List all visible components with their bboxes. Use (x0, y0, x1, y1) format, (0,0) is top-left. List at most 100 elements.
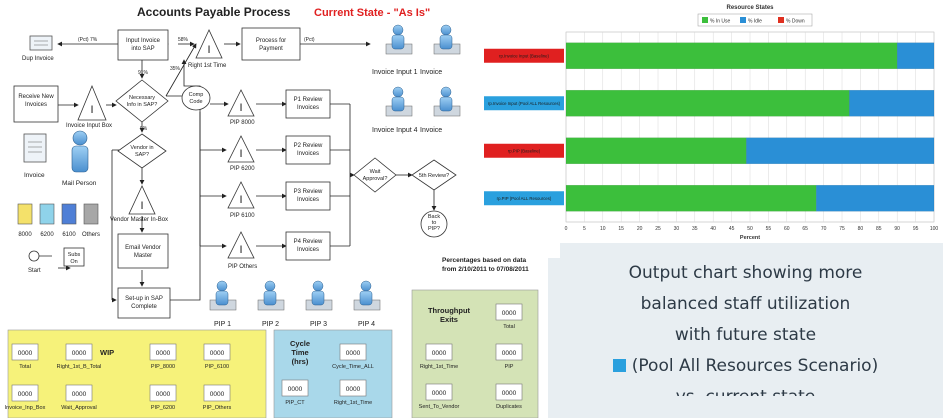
svg-text:I: I (90, 104, 93, 116)
right-first-time-queue: I (195, 29, 223, 59)
receive-invoices-box: Receive New Invoices (13, 85, 59, 123)
counter-label: PIP_6200 (151, 405, 175, 411)
bar-segment (746, 137, 935, 165)
caption-line-1: Output chart showing more (628, 263, 863, 283)
counter-value: 0000 (156, 391, 171, 398)
category-label: rp.PIP (Baseline) (508, 149, 541, 154)
operator-bottom-2-icon (433, 86, 461, 117)
edge-label-pct-7: (Pct) 7% (78, 37, 98, 43)
counter-value: 0000 (72, 350, 87, 357)
chart-caption: Output chart showing more balanced staff… (548, 258, 943, 418)
svg-text:Wait: Wait (370, 169, 381, 175)
flowchart-canvas: Accounts Payable Process Current State -… (5, 5, 539, 418)
pip-operator-label: PIP 4 (358, 321, 375, 328)
counter-label: Duplicates (496, 404, 522, 410)
chart-legend: % In Use% Idle% Down (697, 13, 813, 27)
svg-text:to: to (432, 220, 437, 226)
input-invoice-box: Input Invoice into SAP (117, 29, 169, 61)
svg-text:Invoices: Invoices (25, 102, 47, 108)
p4-review-box: P4 Review Invoices (285, 231, 331, 261)
counter-value: 0000 (502, 390, 517, 397)
legend-swatch (702, 17, 708, 23)
email-vendor-master-box: Email Vendor Master (117, 233, 169, 269)
counter-label: PIP_8000 (151, 364, 175, 370)
pip-operator-3-icon (305, 280, 333, 311)
svg-text:PIP Others: PIP Others (228, 264, 257, 270)
p3-review-box: P3 Review Invoices (285, 181, 331, 211)
pip-operator-label: PIP 3 (310, 321, 327, 328)
invoice-input-box-label: Invoice Input Box (66, 123, 112, 129)
counter-label: Right_1st_Time (334, 400, 372, 406)
throughput-counters: 0000Total0000Right_1st_Time0000PIP0000Se… (419, 303, 523, 410)
svg-text:Info in SAP?: Info in SAP? (127, 102, 158, 108)
cycle-time-counters: 0000Cycle_Time_ALL0000PIP_CT0000Right_1s… (281, 343, 374, 406)
vendor-in-sap-decision: Vendor in SAP? (117, 133, 167, 169)
svg-text:PIP 6200: PIP 6200 (230, 166, 255, 172)
x-tick-label: 10 (600, 226, 606, 232)
operator-bottom-1-icon (385, 86, 413, 117)
svg-text:I: I (140, 200, 143, 212)
counter-label: PIP_6100 (205, 364, 229, 370)
counter-label: Sent_To_Vendor (419, 404, 460, 410)
category-label-box (484, 96, 564, 111)
counter-label: Invoice_Inp_Box (5, 405, 46, 411)
counter-value: 0000 (502, 350, 517, 357)
operator-top-2-icon (433, 24, 461, 55)
counter-label: PIP_CT (285, 400, 305, 406)
category-label-box (484, 191, 564, 206)
svg-text:Payment: Payment (259, 46, 283, 52)
svg-text:Subs: Subs (68, 252, 81, 258)
edge-label-pct-9: 9% (140, 126, 148, 132)
x-tick-label: 25 (655, 226, 661, 232)
x-tick-label: 85 (876, 226, 882, 232)
counter-label: Total (19, 364, 31, 370)
x-tick-label: 90 (894, 226, 900, 232)
counter-value: 0000 (346, 386, 361, 393)
svg-text:I: I (239, 244, 242, 256)
category-label: rp.PIP (Pool ALL Resources) (497, 196, 552, 201)
x-tick-label: 0 (565, 226, 568, 232)
svg-text:P1 Review: P1 Review (294, 97, 323, 103)
x-axis-label: Percent (740, 235, 760, 241)
folder-others-icon: Others (82, 203, 100, 238)
subs-on-switch[interactable]: Subs On (63, 247, 85, 267)
bar-segment (565, 137, 747, 165)
start-label: Start (28, 268, 41, 274)
start-icon (28, 250, 52, 262)
counter-value: 0000 (432, 350, 447, 357)
category-label: rp.Invoice Input (Baseline) (499, 54, 549, 59)
throughput-title-line1: Throughput (428, 306, 471, 315)
x-tick-label: 40 (710, 226, 716, 232)
process-payment-box: Process for Payment (241, 27, 301, 61)
x-tick-label: 100 (930, 226, 939, 232)
pip-operator-4-icon (353, 280, 381, 311)
category-label-box (484, 48, 564, 63)
x-tick-label: 35 (692, 226, 698, 232)
counter-label: Cycle_Time_ALL (332, 364, 374, 370)
svg-text:Process for: Process for (256, 38, 286, 44)
bar-segment (565, 89, 850, 117)
legend-label: % Idle (748, 19, 762, 25)
svg-text:P3 Review: P3 Review (294, 189, 323, 195)
edge-label-pct-35: 35% (170, 66, 181, 72)
svg-text:5th Review?: 5th Review? (419, 173, 449, 179)
svg-text:Invoices: Invoices (297, 197, 319, 203)
category-label-box (484, 143, 564, 158)
wait-approval-decision: Wait Approval? (353, 157, 397, 193)
right-first-time-label: Right 1st Time (188, 63, 227, 69)
wip-counters: 0000Total0000Right_1st_B_Total0000PIP_80… (5, 343, 231, 411)
x-tick-label: 45 (729, 226, 735, 232)
